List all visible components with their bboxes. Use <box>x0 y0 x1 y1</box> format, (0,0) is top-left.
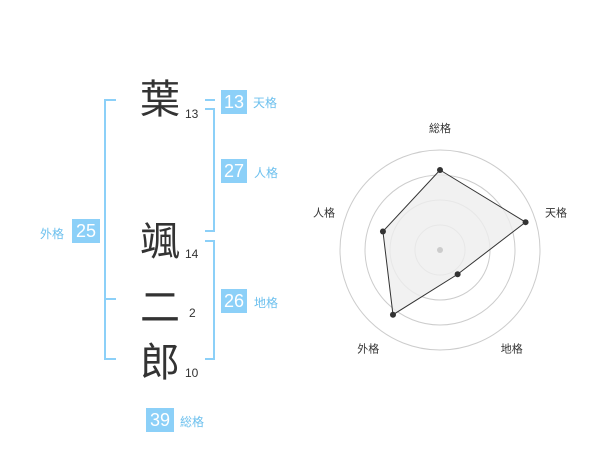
radar-axis-label-2: 天格 <box>545 205 567 219</box>
name-char-4: 郎 <box>140 340 180 386</box>
stroke-count-2: 14 <box>185 247 199 261</box>
jinkaku-badge: 27 <box>221 159 247 183</box>
radar-axis-label-1: 総格 <box>429 121 451 135</box>
stroke-count-4: 10 <box>185 366 199 380</box>
gaikaku-bracket-vertical <box>104 99 106 360</box>
jinkaku-bracket-bottom <box>205 230 215 232</box>
stroke-count-3: 2 <box>189 306 196 320</box>
tenkaku-label: 天格 <box>253 96 278 110</box>
chikaku-bracket-bottom <box>205 358 215 360</box>
name-char-2: 颯 <box>140 219 180 265</box>
gaikaku-label: 外格 <box>40 227 65 241</box>
radar-point-1 <box>437 167 443 173</box>
gaikaku-bracket-top <box>104 99 116 101</box>
radar-axis-label-4: 外格 <box>357 342 379 356</box>
tenkaku-bracket-top <box>205 99 215 101</box>
jinkaku-label: 人格 <box>254 166 279 180</box>
name-char-1: 葉 <box>140 77 180 123</box>
chikaku-label: 地格 <box>254 296 279 310</box>
radar-point-4 <box>389 311 396 318</box>
chikaku-bracket-top <box>205 240 215 242</box>
radar-point-3 <box>454 271 461 278</box>
jinkaku-bracket-vertical <box>213 108 215 232</box>
radar-axis-label-3: 地格 <box>501 342 523 356</box>
chikaku-bracket-vertical <box>213 240 215 360</box>
name-char-3: 二 <box>140 285 180 331</box>
radar-axis-label-5: 人格 <box>313 205 335 219</box>
gaikaku-badge: 25 <box>72 219 100 243</box>
gaikaku-bracket-middle <box>104 298 116 300</box>
radar-value-polygon <box>382 169 527 316</box>
radar-center-dot <box>437 247 443 253</box>
radar-point-5 <box>379 228 386 235</box>
soukaku-label: 総格 <box>180 415 205 429</box>
jinkaku-bracket-top <box>205 108 215 110</box>
radar-grid-ring <box>339 149 541 351</box>
soukaku-badge: 39 <box>146 408 174 432</box>
gaikaku-bracket-bottom <box>104 358 116 360</box>
chikaku-badge: 26 <box>221 289 247 313</box>
tenkaku-badge: 13 <box>221 90 247 114</box>
stroke-count-1: 13 <box>185 107 199 121</box>
radar-point-2 <box>522 219 529 226</box>
